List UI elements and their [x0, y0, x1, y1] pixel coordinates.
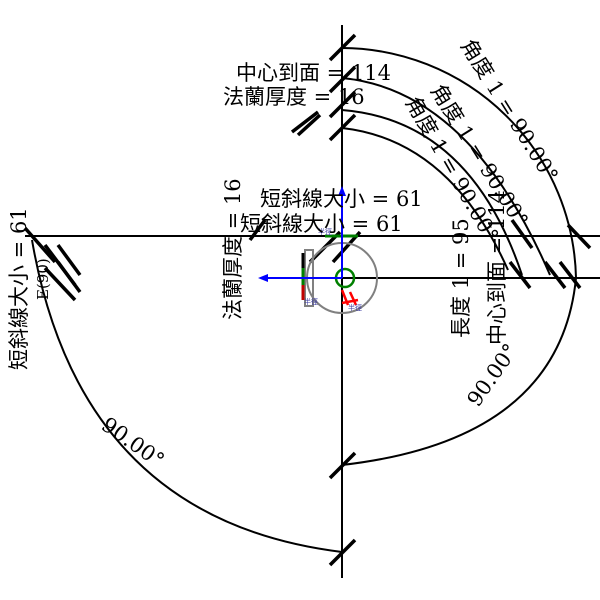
x-axis-arrowhead-icon	[258, 274, 268, 282]
radius-label: 半徑	[348, 303, 362, 312]
dim-angle-right[interactable]: 90.00°	[462, 339, 522, 411]
angle-arc-4	[341, 127, 509, 271]
angle-arc-3	[341, 109, 523, 276]
radius-label: 半徑	[318, 227, 332, 236]
red-radius-marker	[340, 289, 359, 306]
dim-length-1[interactable]: 長度 1 = 95	[449, 218, 473, 338]
dim-center-to-face-right[interactable]: 中心到面 = 114	[485, 190, 509, 345]
dim-chamfer-size-left[interactable]: 短斜線大小 = 61	[7, 207, 31, 370]
dim-center-to-face-top[interactable]: 中心到面 = 114	[236, 61, 391, 85]
dim-flange-thickness-left[interactable]: 法蘭厚度 = 16	[221, 178, 245, 320]
angle-arc-2	[341, 77, 551, 276]
y-axis-arrowhead-icon	[338, 186, 346, 196]
right-90-arc	[341, 277, 577, 466]
dim-left-small[interactable]: E(90)	[34, 258, 52, 300]
dimension-ticks	[23, 33, 592, 567]
left-90-arc	[31, 239, 343, 553]
dim-flange-thickness-top[interactable]: 法蘭厚度 = 16	[223, 85, 365, 109]
radius-label: 半徑	[304, 297, 318, 306]
dim-chamfer-size-1[interactable]: 短斜線大小 = 61	[260, 187, 423, 211]
dim-angle-bottom-left[interactable]: 90.00°	[97, 412, 169, 472]
dim-chamfer-size-2[interactable]: 短斜線大小 = 61	[240, 212, 403, 236]
